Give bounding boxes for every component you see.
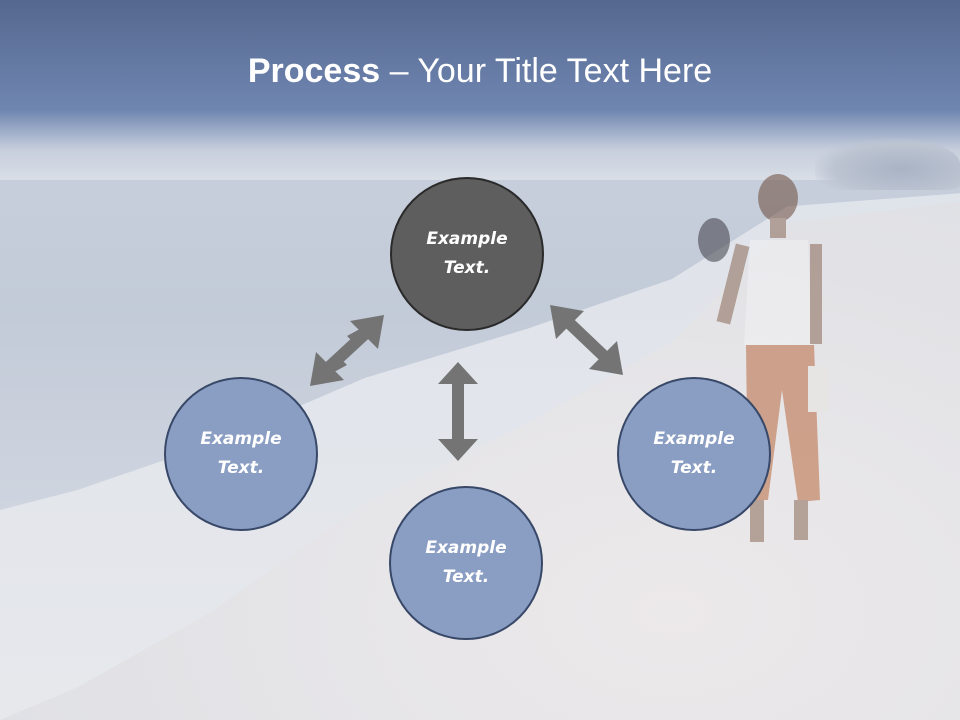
process-circle-left: Example Text. xyxy=(164,377,318,531)
circle-label-line1: Example xyxy=(653,429,735,449)
slide-title: Process – Your Title Text Here xyxy=(0,52,960,91)
circle-label: Example Text. xyxy=(634,425,754,483)
process-circle-right: Example Text. xyxy=(617,377,771,531)
circle-label-line1: Example xyxy=(426,229,508,249)
circle-label-line1: Example xyxy=(200,429,282,449)
circle-label-line2: Text. xyxy=(442,567,490,587)
process-circle-center: Example Text. xyxy=(390,177,544,331)
circle-label-line2: Text. xyxy=(217,458,265,478)
double-arrow-left-icon xyxy=(310,315,384,386)
double-arrow-right-icon xyxy=(550,305,623,375)
title-rest: – Your Title Text Here xyxy=(380,52,713,90)
circle-label: Example Text. xyxy=(406,534,526,592)
circle-label: Example Text. xyxy=(407,225,527,283)
circle-label: Example Text. xyxy=(181,425,301,483)
circle-label-line2: Text. xyxy=(443,258,491,278)
double-arrow-vertical-icon xyxy=(438,362,478,461)
process-circle-bottom: Example Text. xyxy=(389,486,543,640)
circle-label-line2: Text. xyxy=(670,458,718,478)
circle-label-line1: Example xyxy=(425,538,507,558)
treeline-background xyxy=(815,138,960,190)
title-bold: Process xyxy=(247,52,381,90)
